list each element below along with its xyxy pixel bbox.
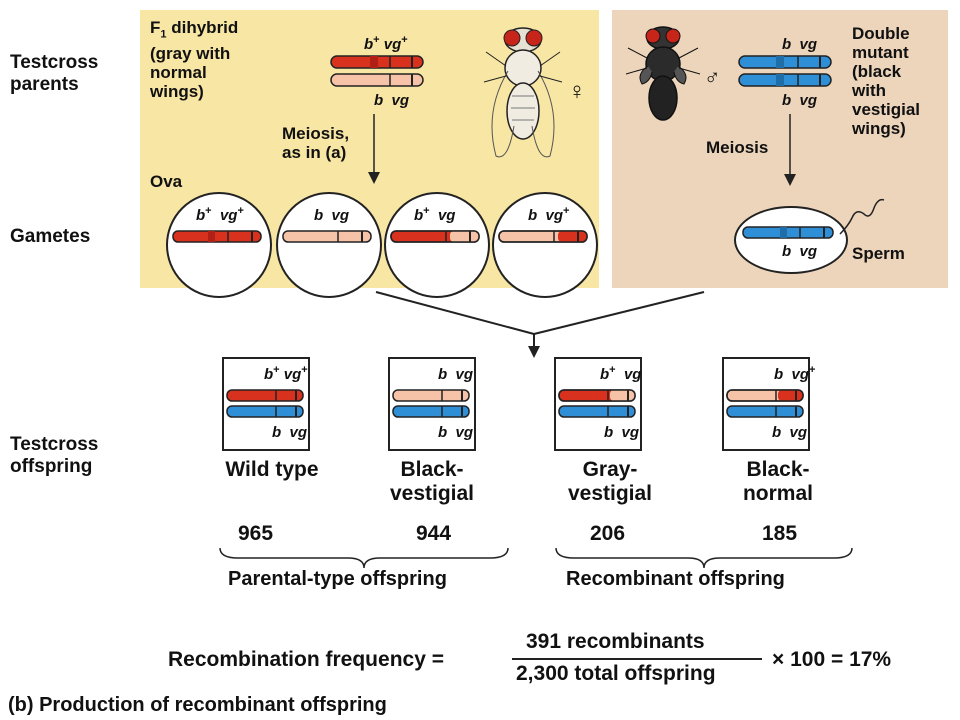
phenotype-black-normal: Black- normal	[742, 458, 813, 505]
female-meiosis-arrow	[368, 114, 380, 184]
offspring-1-top-genes: b+ vg+	[264, 364, 308, 383]
ovum-4-chromosome	[498, 230, 588, 243]
cross-arrows	[375, 291, 705, 358]
recombinant-brace	[555, 547, 853, 569]
offspring-3-top-genes: b+ vg	[600, 364, 642, 383]
female-meiosis-label: Meiosis, as in (a)	[282, 124, 350, 162]
offspring-1-chromosomes	[226, 389, 304, 418]
male-bottom-genes: b vg	[782, 92, 818, 109]
ovum-1-chromosome	[172, 230, 262, 243]
offspring-box-gray-vestigial	[554, 357, 642, 451]
ovum-1	[166, 192, 272, 298]
parental-brace	[219, 547, 509, 569]
offspring-box-black-vestigial	[388, 357, 476, 451]
male-chromosome-pair	[738, 55, 832, 87]
ovum-2	[276, 192, 382, 298]
female-bottom-genes: b vg	[374, 92, 410, 109]
offspring-box-black-normal	[722, 357, 810, 451]
male-top-genes: b vg	[782, 36, 818, 53]
count-wild-type: 965	[238, 522, 274, 545]
ovum-1-genes: b+ vg+	[196, 205, 244, 224]
offspring-2-bottom-genes: b vg	[438, 424, 474, 441]
ovum-4-genes: b vg+	[528, 205, 570, 224]
ovum-3	[384, 192, 490, 298]
equation-numerator: 391 recombinants	[526, 630, 705, 653]
ovum-2-chromosome	[282, 230, 372, 243]
offspring-4-top-genes: b vg+	[774, 364, 816, 383]
row-label-gametes: Gametes	[10, 226, 91, 247]
offspring-1-bottom-genes: b vg	[272, 424, 308, 441]
female-parent-label: F1 dihybrid (gray with normal wings)	[150, 18, 239, 102]
offspring-3-chromosomes	[558, 389, 636, 418]
female-top-genes: b+ vg+	[364, 34, 408, 53]
equation-rhs: × 100 = 17%	[772, 648, 892, 671]
male-meiosis-label: Meiosis	[706, 138, 769, 157]
row-label-testcross-parents: Testcross parents	[10, 52, 99, 95]
recombinant-label: Recombinant offspring	[566, 568, 785, 590]
figure-caption: (b) Production of recombinant offspring	[8, 694, 387, 716]
offspring-box-wild-type	[222, 357, 310, 451]
male-meiosis-arrow	[784, 114, 796, 186]
equation-denominator: 2,300 total offspring	[516, 662, 716, 685]
count-black-normal: 185	[762, 522, 798, 545]
offspring-4-chromosomes	[726, 389, 804, 418]
sperm-cell	[734, 206, 848, 274]
sperm-tail	[839, 198, 885, 235]
sperm-label: Sperm	[852, 244, 905, 263]
male-fly-icon	[625, 26, 701, 121]
count-gray-vestigial: 206	[590, 522, 626, 545]
ovum-2-genes: b vg	[314, 207, 350, 224]
offspring-4-bottom-genes: b vg	[772, 424, 808, 441]
offspring-2-chromosomes	[392, 389, 470, 418]
offspring-2-top-genes: b vg	[438, 366, 474, 383]
fraction-bar	[512, 658, 762, 660]
ovum-4	[492, 192, 598, 298]
sperm-chromosome	[742, 226, 834, 239]
sperm-genes: b vg	[782, 243, 818, 260]
female-chromosome-pair	[330, 55, 424, 87]
male-parent-label: Double mutant (black with vestigial wing…	[852, 24, 921, 138]
ovum-3-chromosome	[390, 230, 480, 243]
phenotype-black-vestigial: Black- vestigial	[389, 458, 475, 505]
female-symbol: ♀	[568, 78, 586, 105]
parental-type-label: Parental-type offspring	[228, 568, 447, 590]
ova-label: Ova	[150, 172, 183, 191]
female-fly-icon	[483, 27, 563, 158]
offspring-3-bottom-genes: b vg	[604, 424, 640, 441]
row-label-testcross-offspring: Testcross offspring	[10, 434, 99, 477]
male-symbol: ♂	[704, 64, 721, 89]
phenotype-wild-type: Wild type	[225, 458, 319, 481]
count-black-vestigial: 944	[416, 522, 452, 545]
phenotype-gray-vestigial: Gray- vestigial	[567, 458, 653, 505]
ovum-3-genes: b+ vg	[414, 205, 456, 224]
equation-lhs: Recombination frequency =	[168, 648, 444, 671]
